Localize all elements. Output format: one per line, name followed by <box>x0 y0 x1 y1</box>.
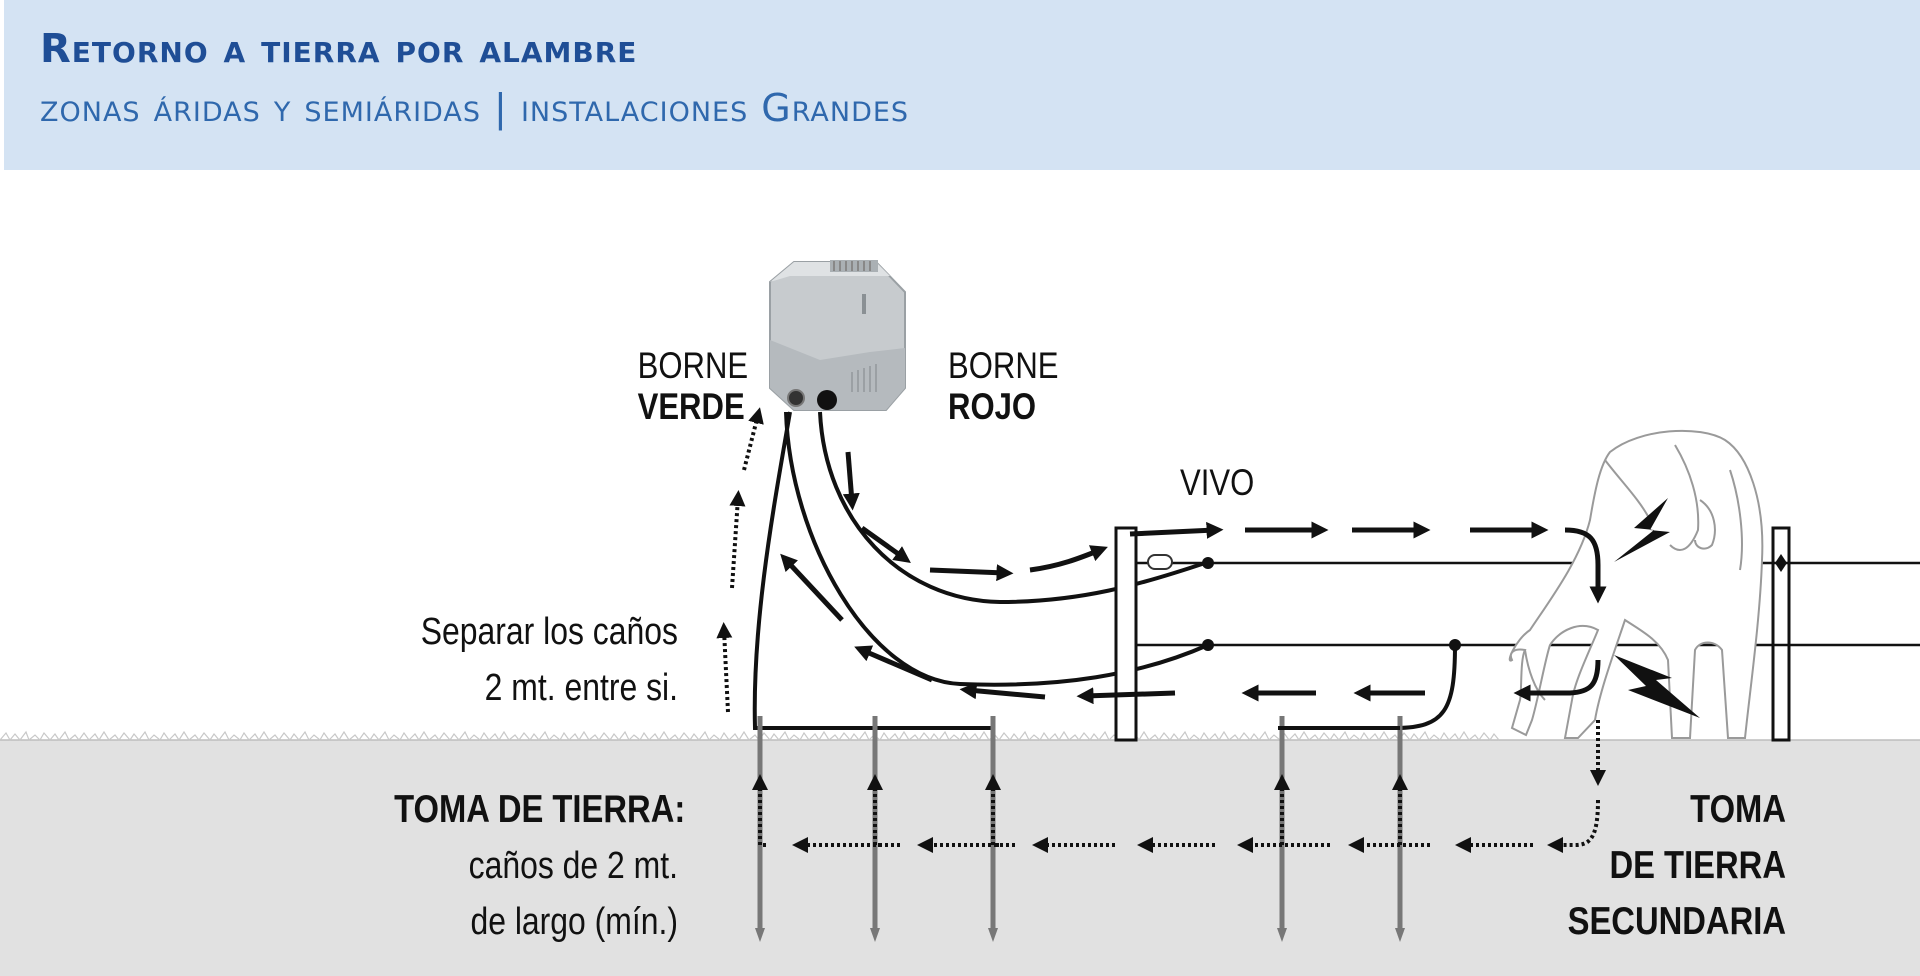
flow-rod-arrows <box>752 774 1408 847</box>
main-ground-label: TOMA DE TIERRA: caños de 2 mt. de largo … <box>394 782 686 950</box>
header-banner: Retorno a tierra por alambre zonas árida… <box>4 0 1920 170</box>
lightning-icon-lower <box>1614 655 1700 718</box>
red-terminal-icon <box>817 390 837 410</box>
main-ground-line2: de largo (mín.) <box>470 901 678 943</box>
page-subtitle: zonas áridas y semiáridas | instalacione… <box>40 86 910 130</box>
green-terminal-icon <box>787 389 805 407</box>
borne-left-kw: BORNE <box>637 345 749 386</box>
lower-return-wire <box>1278 644 1457 730</box>
secondary-ground-line1: TOMA <box>1690 788 1786 831</box>
wire-joint-bottom <box>1202 639 1214 651</box>
borne-right-color: ROJO <box>948 386 1037 427</box>
borne-left-color: VERDE <box>637 386 745 427</box>
main-ground-line1: caños de 2 mt. <box>468 845 678 887</box>
ground-rods-main <box>755 716 998 942</box>
main-ground-title: TOMA DE TIERRA: <box>394 788 686 831</box>
secondary-ground-label: TOMA DE TIERRA SECUNDARIA <box>1546 782 1786 950</box>
flow-live-arrows <box>842 451 1607 604</box>
secondary-ground-line2: DE TIERRA <box>1609 844 1786 887</box>
energizer-device-icon <box>769 260 906 411</box>
fence-post-right <box>1771 526 1791 742</box>
secondary-ground-line3: SECUNDARIA <box>1567 900 1786 943</box>
page-title: Retorno a tierra por alambre <box>40 26 638 72</box>
grass-texture <box>0 730 1500 742</box>
borne-right-kw: BORNE <box>948 345 1059 386</box>
wire-joint-secondary <box>1449 639 1461 651</box>
earth-wire <box>752 411 993 730</box>
live-wire-label: VIVO <box>1180 462 1255 503</box>
cow-icon <box>1508 429 1764 739</box>
flow-earth-arrows <box>716 407 1606 853</box>
flow-return-arrows <box>780 553 1601 705</box>
rod-spacing-line2: 2 mt. entre si. <box>484 667 678 709</box>
wire-joint-top <box>1202 557 1214 569</box>
green-terminal-label: BORNE VERDE <box>637 345 749 427</box>
rod-spacing-note: Separar los caños 2 mt. entre si. <box>411 604 678 716</box>
red-terminal-label: BORNE ROJO <box>948 345 1059 427</box>
insulator-icon <box>1147 554 1173 570</box>
rod-spacing-line1: Separar los caños <box>420 611 678 653</box>
ground-rods-secondary <box>1277 716 1405 942</box>
lightning-icon-upper <box>1614 498 1670 562</box>
live-feed-wire <box>818 411 1209 605</box>
fence-post-left <box>1114 526 1138 742</box>
